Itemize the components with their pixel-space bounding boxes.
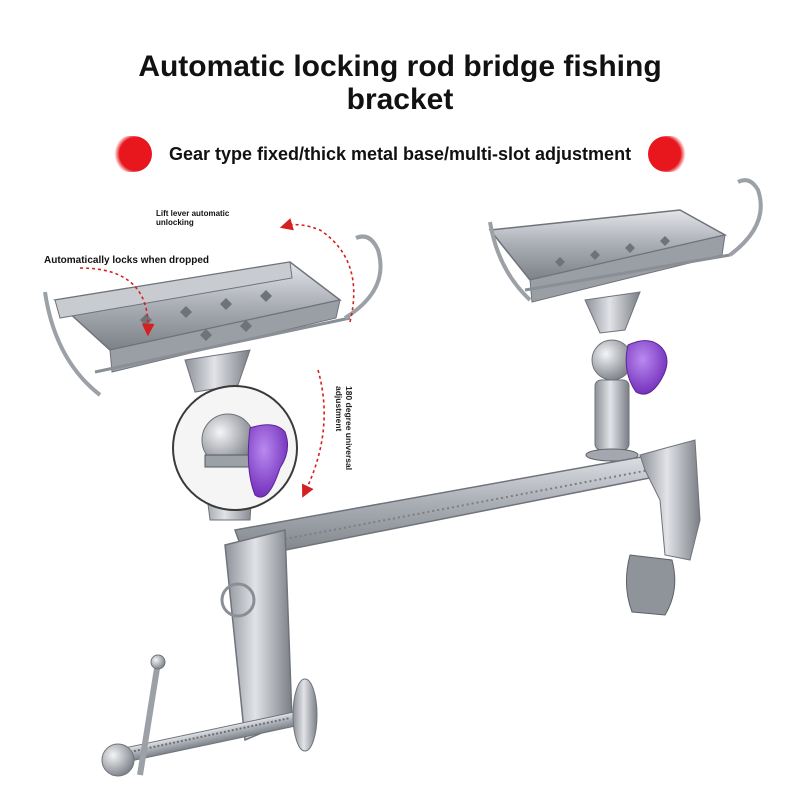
magnifier-detail <box>172 385 298 511</box>
clamp-bar <box>233 449 692 559</box>
left-holder-stem <box>184 349 251 393</box>
rotation-caption: 180 degree universal adjustment <box>334 386 354 471</box>
clamp-lever <box>626 554 676 616</box>
banner-text: Gear type fixed/thick metal base/multi-s… <box>168 144 632 164</box>
right-holder-star-cutouts <box>555 236 670 267</box>
left-holder-handle <box>43 291 102 397</box>
left-holder-front-wall <box>109 299 341 373</box>
right-purple-knob <box>625 340 668 395</box>
clamp-tommy-bar <box>137 661 161 776</box>
clamp-nut <box>101 743 135 777</box>
lift-lever-caption: Lift lever automatic unlocking <box>156 209 230 227</box>
key-ring <box>220 582 256 618</box>
right-clamp-jaw <box>639 439 701 561</box>
tommy-bar-end <box>150 654 166 670</box>
detail-gear-ring <box>204 454 252 468</box>
left-hook <box>343 234 383 320</box>
annotation-arrows <box>79 218 355 498</box>
right-rod-holder <box>488 178 763 462</box>
left-holder-star-cutouts <box>140 290 272 341</box>
clamp-pressure-pad <box>292 678 318 752</box>
lock-arrow <box>79 267 155 337</box>
left-clamp-body <box>224 529 293 742</box>
right-holder-stem <box>584 291 641 334</box>
right-lock-rod <box>524 253 731 292</box>
rotation-arrow <box>302 369 325 498</box>
right-post <box>594 379 630 451</box>
left-holder-back-wall <box>54 261 293 319</box>
banner-right-cap <box>648 136 688 172</box>
right-hook <box>728 178 763 257</box>
right-holder-handle <box>488 221 532 302</box>
auto-lock-caption: Automatically locks when dropped <box>44 255 210 266</box>
detail-purple-knob <box>247 424 289 498</box>
left-lock-rod <box>94 316 351 374</box>
title-line-1: Automatic locking rod bridge fishing <box>138 50 662 83</box>
clamp-assembly <box>101 439 701 777</box>
banner-left-cap <box>112 136 152 172</box>
title-line-2: bracket <box>346 83 454 116</box>
clamp-screw-thread <box>129 717 291 753</box>
feature-banner: Gear type fixed/thick metal base/multi-s… <box>112 136 688 172</box>
unlock-arrow <box>279 218 355 323</box>
right-post-washer <box>585 448 639 462</box>
product-title: Automatic locking rod bridge fishing bra… <box>0 50 800 116</box>
